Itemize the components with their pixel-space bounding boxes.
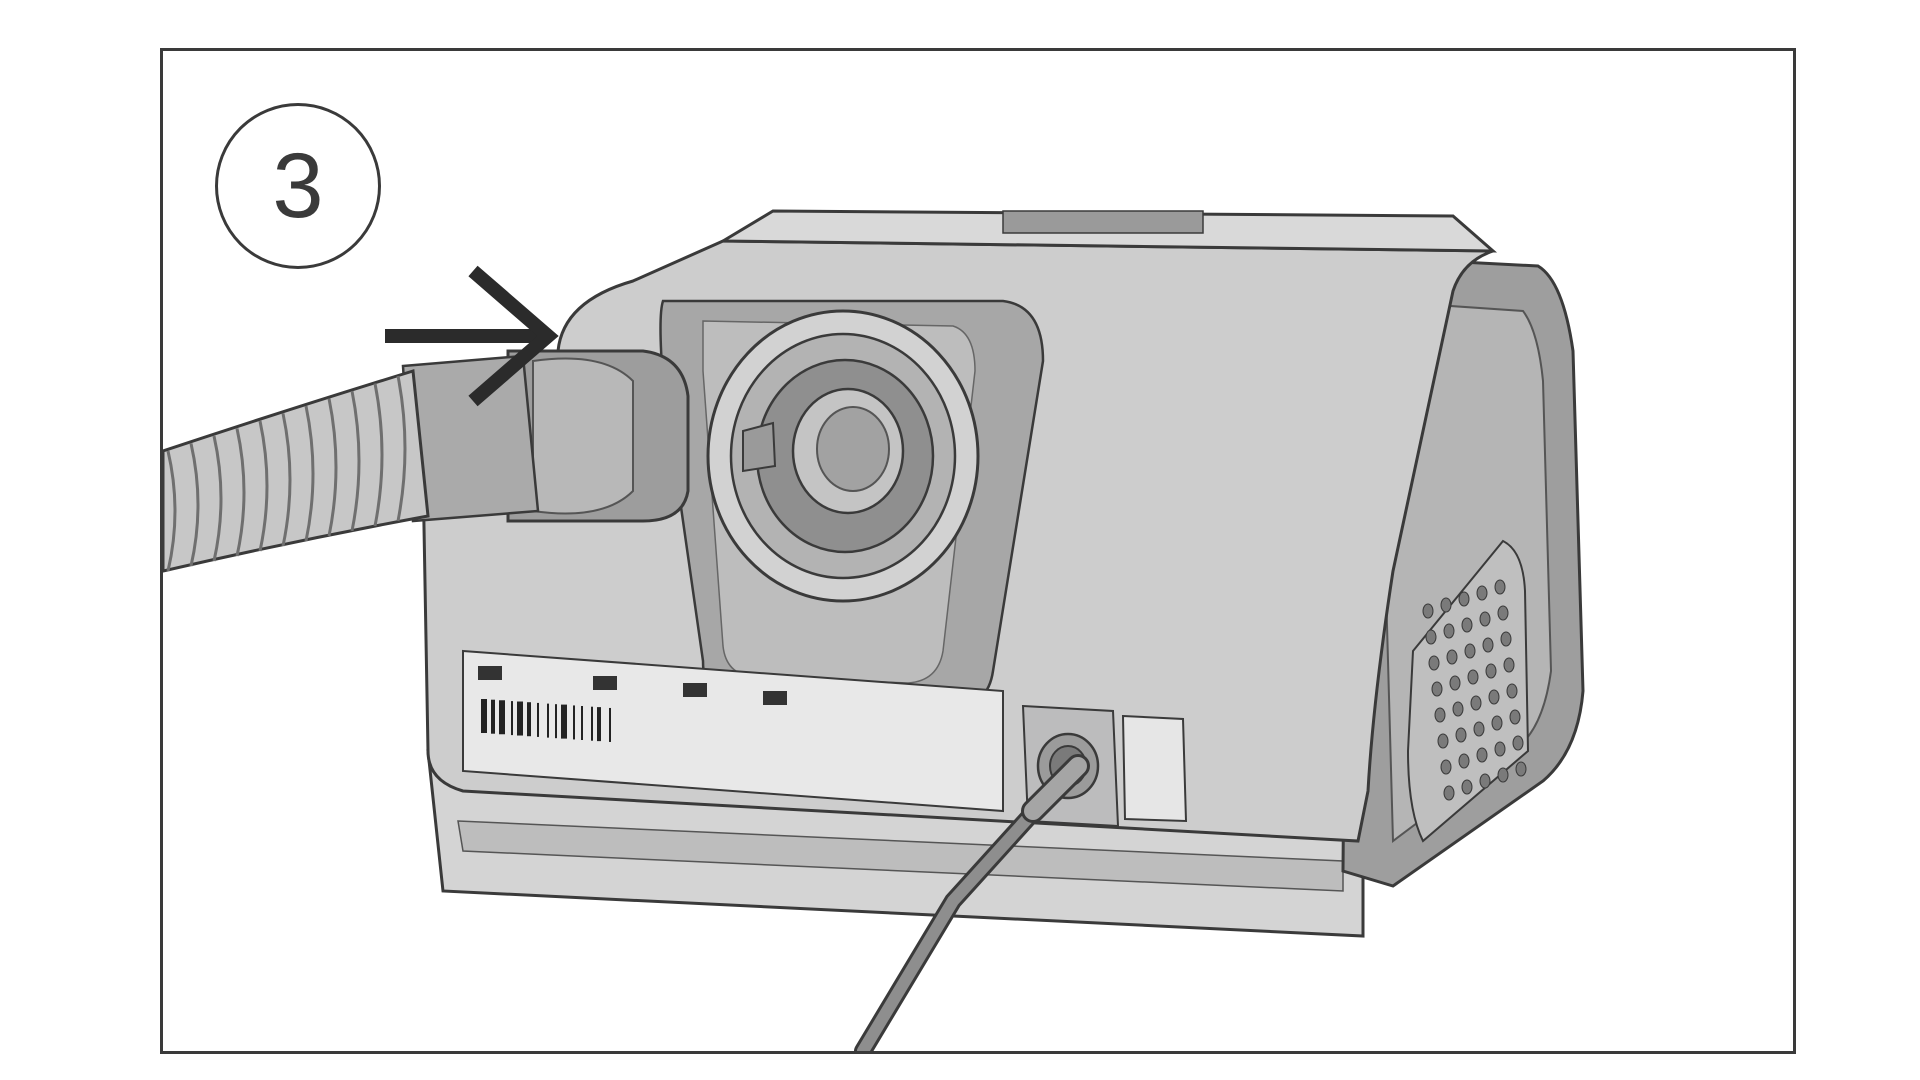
vent-hole — [1428, 655, 1440, 671]
barcode — [481, 699, 611, 742]
vent-hole — [1491, 715, 1503, 731]
barcode-bar — [517, 701, 523, 736]
figure-frame: 3 — [160, 48, 1796, 1054]
vent-hole — [1461, 779, 1473, 795]
tube-rib — [235, 428, 246, 557]
tube-rib — [350, 390, 361, 532]
vent-hole — [1479, 611, 1491, 627]
vent-hole — [1458, 753, 1470, 769]
vent-hole — [1509, 709, 1521, 725]
vent-hole — [1440, 759, 1452, 775]
vent-hole — [1479, 773, 1491, 789]
vent-hole — [1425, 629, 1437, 645]
tube-rib — [212, 435, 223, 562]
vent-hole — [1446, 649, 1458, 665]
vent-hole — [1449, 675, 1461, 691]
vent-hole — [1437, 733, 1449, 749]
vent-hole — [1497, 605, 1509, 621]
vent-hole — [1452, 701, 1464, 717]
vent-hole — [1440, 597, 1452, 613]
vent-hole — [1443, 623, 1455, 639]
push-arrow-icon — [385, 265, 559, 407]
tube-rib — [304, 405, 315, 542]
vent-dots — [1422, 579, 1527, 801]
barcode-bar — [481, 699, 487, 733]
tube-rib — [327, 398, 338, 537]
tube-rib — [189, 443, 200, 567]
step-number: 3 — [272, 134, 324, 237]
vent-hole — [1485, 663, 1497, 679]
tube-rib — [258, 420, 269, 552]
barcode-bar — [499, 700, 505, 735]
power-cord — [854, 754, 1090, 1051]
cpap-device-illustration — [163, 209, 1585, 1051]
barcode-bar — [547, 703, 549, 738]
barcode-bar — [555, 704, 557, 739]
air-tubing — [163, 369, 430, 573]
vent-hole — [1473, 721, 1485, 737]
vent-hole — [1503, 657, 1515, 673]
vent-hole — [1455, 727, 1467, 743]
top-display-slot — [1002, 210, 1204, 234]
vent-hole — [1434, 707, 1446, 723]
vent-hole — [1464, 643, 1476, 659]
barcode-bar — [597, 707, 601, 742]
air-outlet-port — [706, 309, 980, 603]
vent-hole — [1506, 683, 1518, 699]
barcode-bar — [591, 706, 593, 741]
vent-hole — [1443, 785, 1455, 801]
vent-hole — [1458, 591, 1470, 607]
step-number-badge: 3 — [215, 103, 381, 269]
barcode-bar — [573, 705, 575, 740]
vent-hole — [1476, 585, 1488, 601]
tube-rib — [373, 383, 384, 527]
vent-hole — [1515, 761, 1527, 777]
vent-hole — [1476, 747, 1488, 763]
barcode-bar — [581, 706, 583, 740]
vent-hole — [1500, 631, 1512, 647]
barcode-bar — [527, 702, 531, 737]
vent-hole — [1422, 603, 1434, 619]
vent-hole — [1494, 741, 1506, 757]
tube-rib — [281, 413, 292, 547]
serial-label-plate — [462, 649, 1004, 813]
tube-rib — [166, 450, 177, 572]
tube-connector-cuff — [401, 349, 690, 523]
barcode-bar — [537, 702, 539, 737]
barcode-bar — [561, 704, 567, 739]
tube-rib — [396, 375, 407, 522]
barcode-bar — [491, 699, 495, 734]
base-shadow-strip — [457, 820, 1344, 892]
vent-hole — [1497, 767, 1509, 783]
tube-ribs — [166, 375, 407, 572]
barcode-bar — [511, 701, 513, 736]
vent-hole — [1467, 669, 1479, 685]
vent-hole — [1488, 689, 1500, 705]
vent-hole — [1512, 735, 1524, 751]
vent-hole — [1431, 681, 1443, 697]
vent-hole — [1482, 637, 1494, 653]
vent-hole — [1494, 579, 1506, 595]
barcode-bar — [609, 707, 611, 742]
vent-hole — [1470, 695, 1482, 711]
vent-hole — [1461, 617, 1473, 633]
